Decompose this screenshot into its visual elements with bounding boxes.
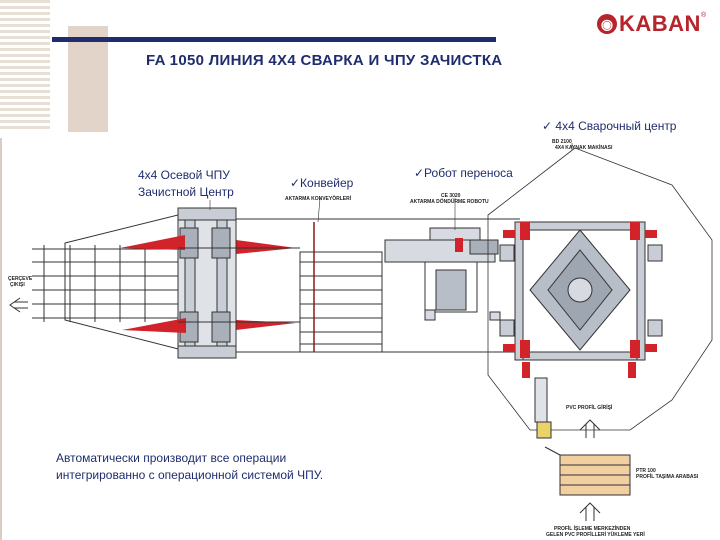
decorative-block — [68, 26, 108, 132]
ptr-model-label: PTR 100 — [636, 468, 656, 474]
pvc-feed — [534, 377, 552, 439]
ce-model-label: CE 3020 — [441, 193, 461, 199]
kaban-logo: ◉ KABAN ® — [597, 10, 706, 38]
profile-trolley — [544, 446, 631, 496]
robot-red-parts — [455, 238, 463, 252]
conveyor-small-label: AKTARMA KONVEYÖRLERİ — [285, 196, 352, 202]
frame-exit-label-1: ÇERÇEVE — [8, 276, 33, 282]
cnc-cleaning-center — [177, 207, 237, 359]
side-rule — [0, 138, 2, 540]
robot-label: ✓Робот переноса — [414, 166, 513, 180]
bd-desc-label: 4X4 KAYNAK MAKİNASI — [555, 145, 613, 151]
pvc-entry-label: PVC PROFİL GİRİŞİ — [566, 405, 613, 411]
bd-model-label: BD 2100 — [552, 139, 572, 145]
decorative-stripes — [0, 0, 50, 132]
left-arrow-icon — [9, 297, 28, 313]
ptr-desc-label: PROFİL TAŞIMA ARABASI — [636, 474, 699, 480]
caption: Автоматически производит все операции ин… — [56, 450, 323, 484]
welding-center — [514, 221, 646, 361]
logo-text: KABAN — [619, 11, 701, 36]
profile-load-label-2: GELEN PVC PROFİLLERİ YÜKLEME YERİ — [546, 532, 645, 538]
up-arrow-icon-2 — [579, 502, 601, 521]
conveyor-label: ✓Конвейер — [290, 176, 354, 190]
cnc-label-line1: 4x4 Осевой ЧПУ — [138, 168, 230, 182]
caption-line2: интегрированно с операционной системой Ч… — [56, 468, 324, 482]
frame-exit-label-2: ÇIKIŞI — [10, 282, 25, 288]
welding-heads — [503, 222, 657, 378]
welding-center-label: ✓ 4x4 Сварочный центр — [542, 119, 677, 133]
caption-line1: Автоматически производит все операции — [56, 451, 287, 465]
logo-registered: ® — [700, 12, 707, 19]
welding-area-outline — [487, 147, 713, 431]
header-rule — [52, 37, 496, 42]
profile-load-label-1: PROFİL İŞLEME MERKEZİNDEN — [554, 526, 631, 532]
kaban-logo-mark-icon: ◉ — [597, 14, 617, 34]
page-title: FA 1050 ЛИНИЯ 4X4 СВАРКА И ЧПУ ЗАЧИСТКА — [146, 52, 503, 69]
transfer-robot — [384, 227, 501, 321]
cnc-label-line2: Зачистной Центр — [138, 185, 234, 199]
transfer-conveyor — [299, 222, 383, 353]
up-arrow-icon — [579, 419, 601, 438]
ce-desc-label: AKTARMA DÖNDÜRME ROBOTU — [410, 199, 489, 205]
